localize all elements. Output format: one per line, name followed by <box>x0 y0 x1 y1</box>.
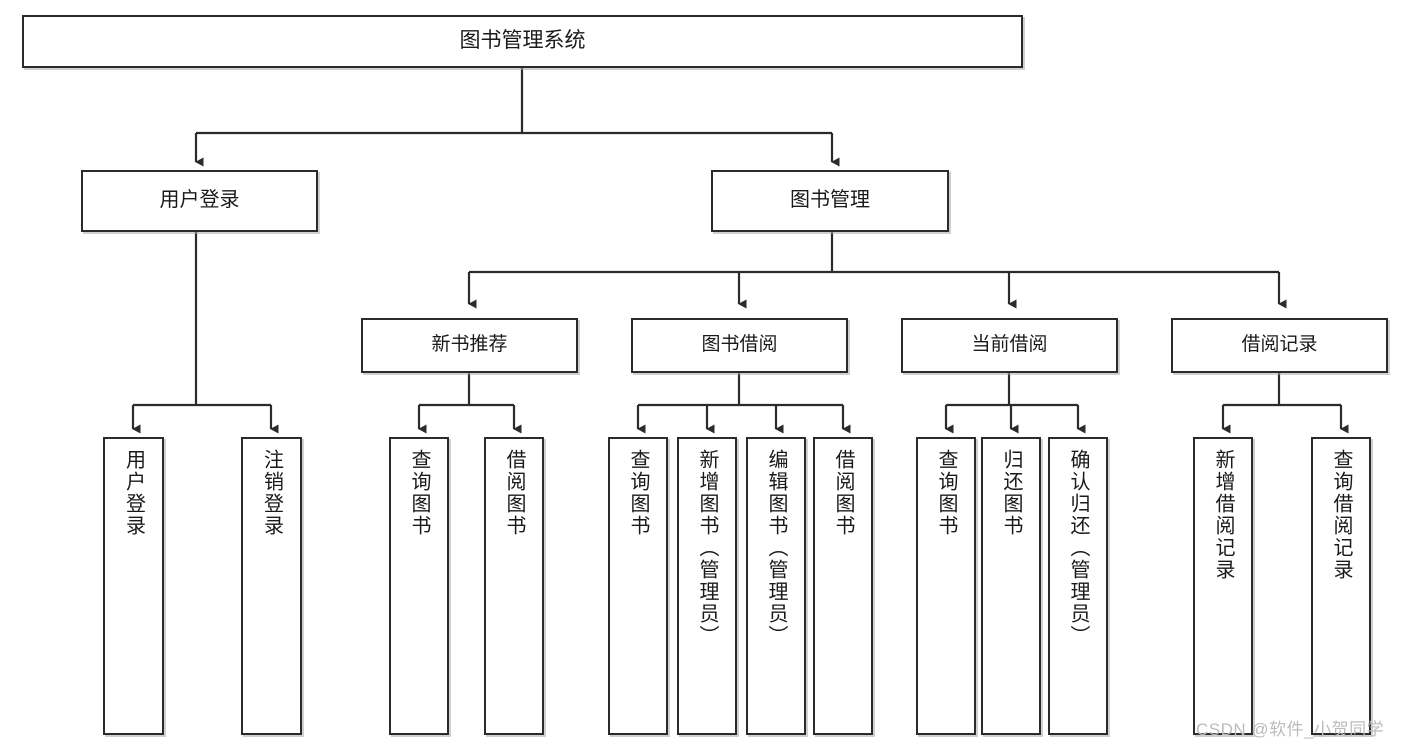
leaf-borrow-book[interactable]: 借阅图书 <box>813 437 873 735</box>
leaf-confirm-return-admin[interactable]: 确认归还（管理员） <box>1048 437 1108 735</box>
csdn-watermark: CSDN @软件_小贺同学 <box>1196 720 1385 739</box>
leaf-logout[interactable]: 注销登录 <box>241 437 302 735</box>
leaf-query-book-current[interactable]: 查询图书 <box>916 437 976 735</box>
node-label: 查询图书 <box>935 449 957 537</box>
node-label: 借阅图书 <box>832 449 854 537</box>
node-label: 编辑图书（管理员） <box>765 449 787 647</box>
node-label: 查询图书 <box>627 449 649 537</box>
node-label: 确认归还（管理员） <box>1067 449 1089 647</box>
node-user-login[interactable]: 用户登录 <box>81 170 318 232</box>
node-label: 新增借阅记录 <box>1212 449 1234 581</box>
node-label: 新增图书（管理员） <box>696 449 718 647</box>
node-label: 图书借阅 <box>701 334 778 356</box>
node-label: 查询图书 <box>408 449 430 537</box>
node-label: 用户登录 <box>159 189 240 212</box>
node-book-borrowing[interactable]: 图书借阅 <box>631 318 848 373</box>
leaf-borrow-book-recommendation[interactable]: 借阅图书 <box>484 437 544 735</box>
node-root-book-management-system[interactable]: 图书管理系统 <box>22 15 1023 68</box>
leaf-query-book-borrowing[interactable]: 查询图书 <box>608 437 668 735</box>
node-new-book-recommendation[interactable]: 新书推荐 <box>361 318 578 373</box>
leaf-query-book-recommendation[interactable]: 查询图书 <box>389 437 449 735</box>
node-label: 借阅图书 <box>503 449 525 537</box>
node-label: 借阅记录 <box>1241 334 1318 356</box>
leaf-return-book[interactable]: 归还图书 <box>981 437 1041 735</box>
node-label: 归还图书 <box>1000 449 1022 537</box>
node-current-borrowing[interactable]: 当前借阅 <box>901 318 1118 373</box>
node-label: 新书推荐 <box>431 334 508 356</box>
leaf-user-login[interactable]: 用户登录 <box>103 437 164 735</box>
node-label: 图书管理系统 <box>459 29 586 53</box>
node-label: 查询借阅记录 <box>1330 449 1352 581</box>
leaf-query-borrowing-record[interactable]: 查询借阅记录 <box>1311 437 1371 735</box>
node-borrowing-records[interactable]: 借阅记录 <box>1171 318 1388 373</box>
leaf-add-borrowing-record[interactable]: 新增借阅记录 <box>1193 437 1253 735</box>
leaf-add-book-admin[interactable]: 新增图书（管理员） <box>677 437 737 735</box>
node-label: 图书管理 <box>790 189 870 212</box>
node-book-management[interactable]: 图书管理 <box>711 170 949 232</box>
leaf-edit-book-admin[interactable]: 编辑图书（管理员） <box>746 437 806 735</box>
node-label: 当前借阅 <box>971 334 1048 356</box>
node-label: 用户登录 <box>122 449 145 537</box>
node-label: 注销登录 <box>260 449 283 537</box>
